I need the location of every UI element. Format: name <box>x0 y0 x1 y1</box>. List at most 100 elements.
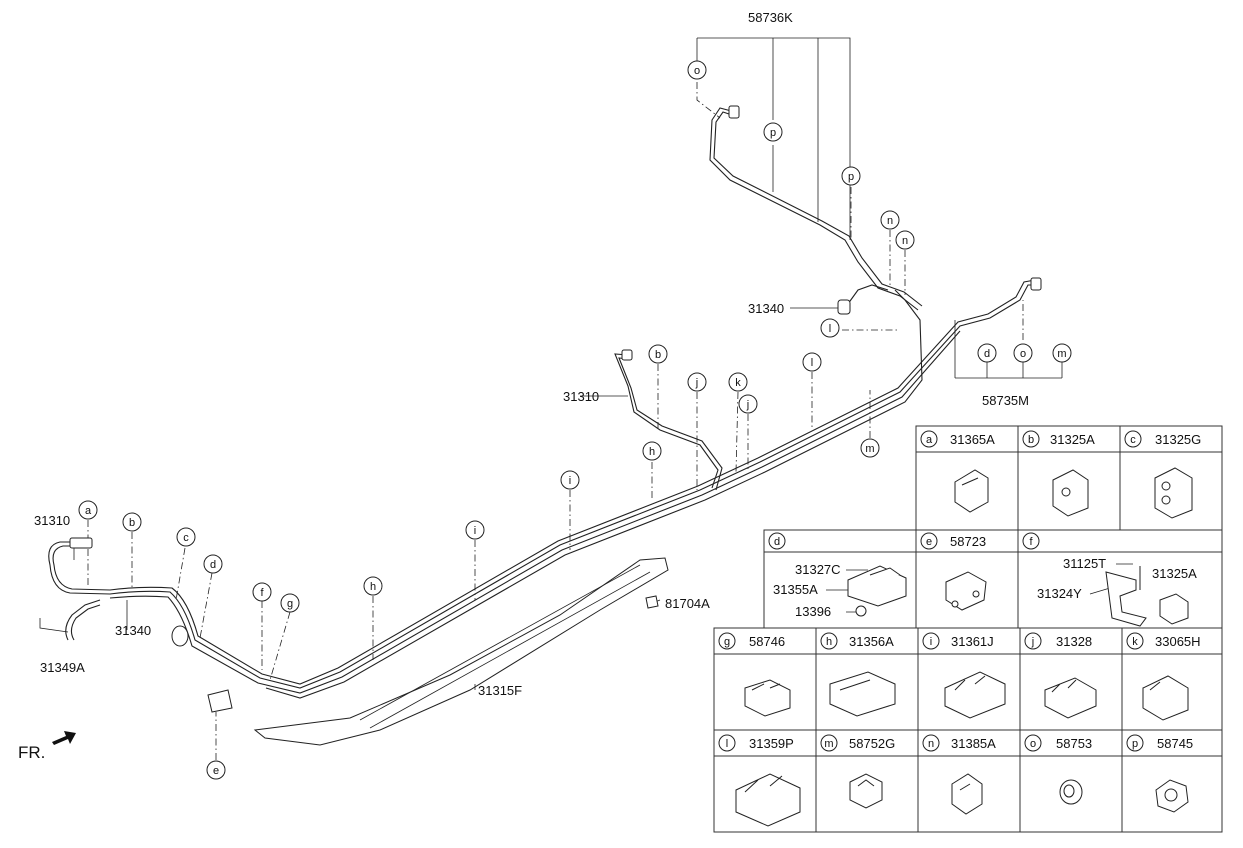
part-31349A: 31349A <box>40 660 85 675</box>
svg-text:l: l <box>726 738 728 750</box>
clip-31361J-icon <box>944 671 1006 719</box>
callout-o-right: o <box>1013 343 1033 363</box>
svg-text:31325G: 31325G <box>1155 432 1201 447</box>
clip-31359P-icon <box>735 773 801 827</box>
svg-text:b: b <box>129 517 135 529</box>
svg-text:31328: 31328 <box>1056 634 1092 649</box>
svg-text:l: l <box>829 323 831 335</box>
callout-g: g <box>280 593 300 613</box>
group-58736K: 58736K <box>748 10 793 25</box>
svg-text:58745: 58745 <box>1157 736 1193 751</box>
main-part-labels: 58736K 58735M 31310 31310 31340 31340 31… <box>18 10 1029 762</box>
callout-l-1: l <box>820 318 840 338</box>
svg-text:m: m <box>1057 348 1066 360</box>
callout-d-right: d <box>977 343 997 363</box>
callout-a: a <box>78 500 98 520</box>
svg-text:j: j <box>746 399 749 411</box>
callout-k: k <box>728 372 748 392</box>
legend-f-part-1: 31125T <box>1063 556 1106 571</box>
clip-31365A-icon <box>954 469 989 513</box>
svg-text:a: a <box>85 505 92 517</box>
svg-text:31385A: 31385A <box>951 736 996 751</box>
legend-d-part-1: 31327C <box>795 562 841 577</box>
svg-text:b: b <box>655 349 661 361</box>
svg-text:31325A: 31325A <box>1050 432 1095 447</box>
svg-text:33065H: 33065H <box>1155 634 1201 649</box>
svg-text:l: l <box>811 357 813 369</box>
clip-58723-icon <box>945 571 987 611</box>
legend-f-part-2: 31324Y <box>1037 586 1082 601</box>
part-81704A: 81704A <box>665 596 710 611</box>
svg-text:p: p <box>1132 738 1138 750</box>
svg-text:b: b <box>1028 434 1034 446</box>
legend-f: f <box>1022 532 1040 550</box>
clip-31328-icon <box>1044 677 1097 719</box>
callout-j-2: j <box>738 394 758 414</box>
bracket-d-icon <box>847 565 907 617</box>
svg-text:j: j <box>695 377 698 389</box>
pipe-connectors <box>69 105 1042 713</box>
callout-e: e <box>206 760 226 780</box>
callout-n-1: n <box>880 210 900 230</box>
callout-h-2: h <box>363 576 383 596</box>
callout-p-1: p <box>763 122 783 142</box>
callout-m-low: m <box>860 438 880 458</box>
svg-text:g: g <box>287 598 293 610</box>
svg-text:p: p <box>770 127 776 139</box>
group-58735M: 58735M <box>982 393 1029 408</box>
svg-text:n: n <box>902 235 908 247</box>
part-31340-right: 31340 <box>748 301 784 316</box>
side-rail <box>253 557 669 746</box>
part-31340-left: 31340 <box>115 623 151 638</box>
front-direction-label: FR. <box>18 743 45 762</box>
svg-text:g: g <box>724 636 730 648</box>
svg-text:c: c <box>183 532 189 544</box>
fuel-pipes <box>48 107 1036 699</box>
bracket-f-icon <box>1105 566 1189 627</box>
svg-text:o: o <box>1020 348 1026 360</box>
callout-i-2: i <box>465 520 485 540</box>
dashed-leaders <box>87 82 1024 760</box>
clip-31385A-icon <box>951 773 983 815</box>
callout-i-1: i <box>560 470 580 490</box>
clip-31325A-icon <box>1052 469 1089 517</box>
callout-m-right: m <box>1052 343 1072 363</box>
svg-text:e: e <box>926 536 932 548</box>
callout-d-left: d <box>203 554 223 574</box>
callout-b-mid: b <box>648 344 668 364</box>
callout-j-1: j <box>687 372 707 392</box>
svg-text:58752G: 58752G <box>849 736 895 751</box>
legend-n: n 31385A <box>922 734 996 752</box>
svg-text:f: f <box>1029 536 1033 548</box>
callout-h-1: h <box>642 441 662 461</box>
legend-d-part-3: 13396 <box>795 604 831 619</box>
legend-e: e 58723 <box>920 532 986 550</box>
svg-text:d: d <box>210 559 216 571</box>
svg-text:o: o <box>1030 738 1036 750</box>
svg-text:h: h <box>370 581 376 593</box>
svg-text:58723: 58723 <box>950 534 986 549</box>
svg-text:n: n <box>928 738 934 750</box>
legend-p: p 58745 <box>1126 734 1193 752</box>
svg-text:n: n <box>887 215 893 227</box>
front-arrow-icon <box>52 731 76 745</box>
legend-d-part-2: 31355A <box>773 582 818 597</box>
legend-b: b 31325A <box>1022 430 1095 448</box>
legend-j: j 31328 <box>1024 632 1092 650</box>
svg-text:f: f <box>260 587 264 599</box>
clip-31356A-icon <box>829 671 896 717</box>
callout-o-top: o <box>687 60 707 80</box>
svg-text:j: j <box>1031 636 1034 648</box>
clip-33065H-icon <box>1142 675 1189 721</box>
